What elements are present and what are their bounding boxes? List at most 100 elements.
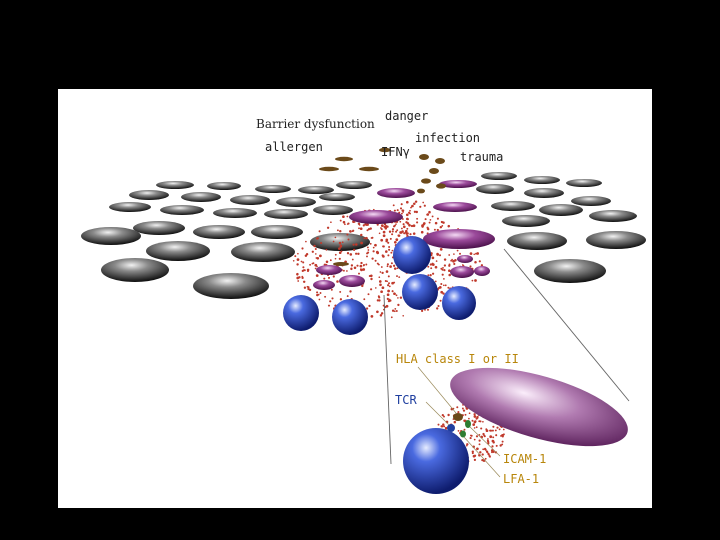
icam-pointer <box>469 426 501 457</box>
cytokine-dot <box>359 264 363 268</box>
diagram-panel: Barrier dysfunction danger infection all… <box>58 89 652 508</box>
cytokine-dot <box>352 243 355 246</box>
cytokine-dot <box>390 262 393 265</box>
cytokine-dot <box>476 415 479 419</box>
cytokine-dot <box>416 217 419 220</box>
cytokine-dot <box>410 206 412 209</box>
cytokine-dot <box>388 282 390 285</box>
cytokine-dot <box>374 244 376 247</box>
cytokine-dot <box>443 258 447 261</box>
cytokine-dot <box>431 215 434 218</box>
cytokine-dot <box>355 243 358 246</box>
keratinocyte <box>571 196 611 206</box>
cytokine-dot <box>311 250 314 253</box>
keratinocyte <box>230 195 270 205</box>
cytokine-dot <box>476 252 480 255</box>
cytokine-dot <box>436 228 439 232</box>
cytokine-dot <box>378 280 382 283</box>
keratinocyte <box>589 210 637 222</box>
cytokine-dot <box>489 435 493 439</box>
cytokine-dot <box>318 230 321 233</box>
cytokine-dot <box>388 246 391 248</box>
cytokine-dot <box>380 312 384 315</box>
cytokine-dot <box>362 268 366 271</box>
cytokine-dot <box>338 241 342 245</box>
cytokine-dot <box>473 420 477 424</box>
cytokine-dot <box>360 233 363 237</box>
cytokine-dot <box>453 253 455 255</box>
cytokine-dot <box>498 428 501 431</box>
cytokine-dot <box>391 290 394 293</box>
cytokine-dot <box>329 300 332 303</box>
keratinocyte <box>319 193 355 201</box>
cytokine-dot <box>392 225 396 228</box>
cytokine-dot <box>453 420 457 424</box>
cytokine-dot <box>472 454 476 458</box>
cytokine-dot <box>405 213 409 217</box>
cytokine-dot <box>292 259 295 262</box>
cytokine-dot <box>482 448 485 451</box>
cytokine-dot <box>440 290 444 294</box>
cytokine-dot <box>426 213 428 216</box>
cytokine-dot <box>381 271 384 275</box>
cytokine-dot <box>362 224 365 227</box>
keratinocyte <box>133 221 185 235</box>
cytokine-dot <box>434 280 437 283</box>
t-cell <box>283 295 319 331</box>
cytokine-dot <box>444 284 447 287</box>
cytokine-dot <box>441 273 444 276</box>
hla-molecule-icon <box>453 413 463 421</box>
cytokine-dot <box>368 304 371 308</box>
keratinocyte <box>129 190 169 200</box>
cytokine-dot <box>306 268 310 272</box>
cytokine-dot <box>400 203 403 206</box>
cytokine-dot <box>338 257 341 260</box>
cytokine-dot <box>487 440 490 444</box>
label-lfa-1: LFA-1 <box>503 472 540 486</box>
cytokine-dot <box>370 237 373 239</box>
activated-cell <box>377 188 415 198</box>
cytokine-dot <box>447 286 450 289</box>
cytokine-dot <box>378 296 381 299</box>
cytokine-dot <box>380 266 383 268</box>
cytokine-dot <box>344 223 346 226</box>
cytokine-dot <box>378 299 381 302</box>
cytokine-dot <box>406 227 409 230</box>
cytokine-dot <box>302 261 305 264</box>
cytokine-dot <box>341 241 344 244</box>
tcr-pointer <box>425 401 450 426</box>
cytokine-dot <box>496 426 499 429</box>
cytokine-dot <box>338 251 342 254</box>
cytokine-dot <box>364 223 367 226</box>
cytokine-dot <box>381 286 385 290</box>
cytokine-dot <box>332 240 335 243</box>
cytokine-dot <box>385 270 389 273</box>
cytokine-dot <box>372 246 375 249</box>
activated-cell <box>457 255 473 263</box>
cytokine-dot <box>379 314 383 317</box>
cytokine-dot <box>484 457 487 460</box>
cytokine-dot <box>459 252 461 255</box>
cytokine-dot <box>393 209 396 212</box>
mediator <box>359 166 379 172</box>
cytokine-dot <box>326 226 330 229</box>
cytokine-dot <box>336 280 339 283</box>
cytokine-dot <box>314 247 317 251</box>
cytokine-dot <box>443 425 446 428</box>
cytokine-dot <box>428 210 431 214</box>
cytokine-dot <box>316 293 319 297</box>
cytokine-dot <box>438 254 442 257</box>
cytokine-dot <box>391 233 394 236</box>
cytokine-dot <box>448 269 451 272</box>
keratinocyte <box>231 242 295 262</box>
cytokine-dot <box>296 263 299 266</box>
activated-cell <box>339 275 365 287</box>
keratinocyte <box>313 205 353 215</box>
cytokine-dot <box>443 278 445 280</box>
cytokine-dot <box>367 293 370 296</box>
cytokine-dot <box>480 427 483 430</box>
cytokine-dot <box>391 228 395 231</box>
cytokine-dot <box>356 264 359 267</box>
cytokine-dot <box>362 264 365 267</box>
cytokine-dot <box>387 254 390 257</box>
